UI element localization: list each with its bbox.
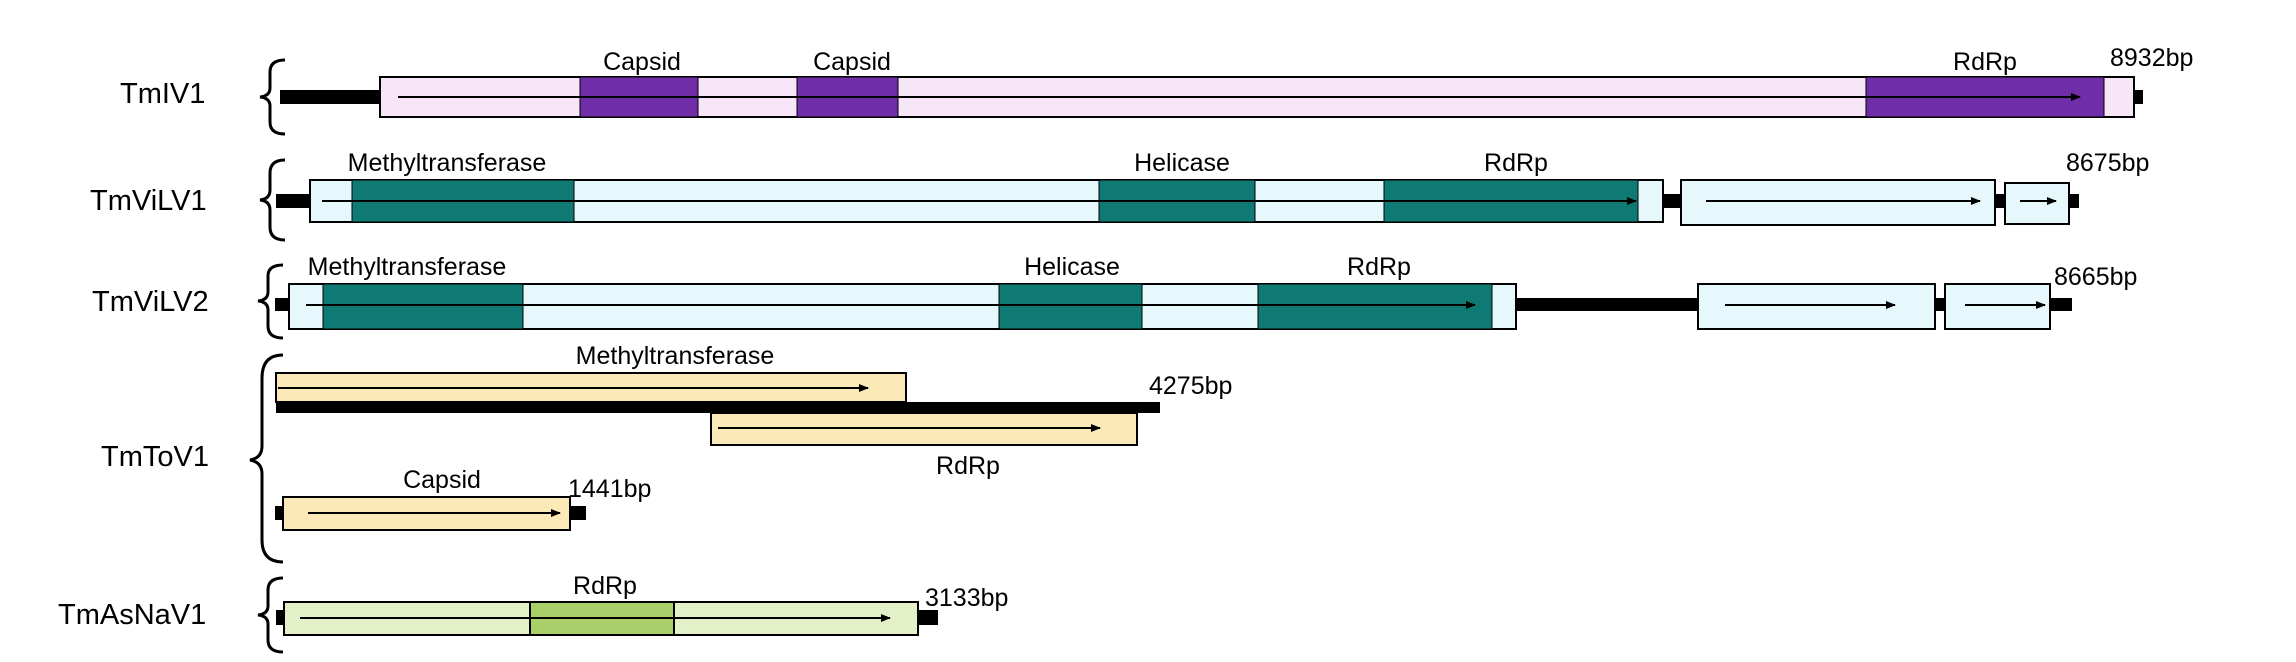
domain-label: RdRp	[1953, 48, 2017, 76]
domain-label: Helicase	[1134, 149, 1230, 177]
segment-tmiv1: Capsid Capsid RdRp 8932bp	[280, 44, 2193, 118]
domain-label: RdRp	[1484, 149, 1548, 177]
domain-label: RdRp	[573, 572, 637, 600]
segment-length-label: 8932bp	[2110, 44, 2193, 72]
genome-backbone	[276, 194, 310, 208]
genome-backbone	[2050, 298, 2072, 311]
genome-backbone	[275, 298, 289, 311]
genome-backbone	[2069, 194, 2079, 208]
domain-label: Methyltransferase	[348, 149, 547, 177]
domain-label: Capsid	[813, 48, 891, 76]
domain-label: Capsid	[403, 466, 481, 494]
brace-icon	[259, 158, 286, 242]
domain-label: Methyltransferase	[308, 253, 507, 281]
segment-tmvilv1: Methyltransferase Helicase RdRp 8675bp	[276, 149, 2149, 226]
brace-icon	[259, 58, 286, 136]
virus-name-tmiv1: TmIV1	[120, 78, 205, 110]
genome-backbone	[275, 506, 283, 520]
domain-label: Helicase	[1024, 253, 1120, 281]
segment-length-label: 8675bp	[2066, 149, 2149, 177]
virus-name-tmasnav1: TmAsNaV1	[58, 599, 206, 631]
genome-backbone	[918, 610, 938, 625]
domain-label: RdRp	[1347, 253, 1411, 281]
genome-backbone	[1516, 298, 1698, 311]
segment-length-label: 4275bp	[1149, 372, 1232, 400]
brace-icon	[257, 263, 284, 340]
orf-box	[2004, 182, 2070, 225]
domain-label: Methyltransferase	[576, 342, 775, 370]
segment-tmtov1-rna1: Methyltransferase RdRp 4275bp	[275, 342, 1232, 480]
brace-icon	[249, 353, 284, 564]
segment-tmasnav1: RdRp 3133bp	[276, 572, 1008, 636]
orf-box	[1680, 179, 1996, 226]
genome-backbone	[2134, 90, 2143, 104]
segment-tmvilv2: Methyltransferase Helicase RdRp 8665bp	[275, 253, 2137, 330]
segment-length-label: 3133bp	[925, 584, 1008, 612]
virus-row-tmtov1: TmToV1 Methyltransferase RdRp 4275bp Cap…	[101, 342, 1232, 564]
segment-tmtov1-rna2: Capsid 1441bp	[275, 466, 651, 531]
virus-row-tmasnav1: TmAsNaV1 RdRp 3133bp	[58, 572, 1008, 654]
virus-row-tmvilv1: TmViLV1 Methyltransferase Helicase RdRp …	[90, 149, 2149, 242]
virus-name-tmvilv2: TmViLV2	[92, 286, 209, 318]
domain-label: RdRp	[936, 452, 1000, 480]
genome-backbone	[1935, 298, 1945, 311]
orf-box	[1944, 283, 2051, 330]
segment-length-label: 1441bp	[568, 475, 651, 503]
virus-name-tmtov1: TmToV1	[101, 441, 209, 473]
orf-box	[1697, 283, 1936, 330]
genome-backbone	[1995, 194, 2005, 208]
brace-icon	[257, 576, 284, 654]
segment-length-label: 8665bp	[2054, 263, 2137, 291]
virus-row-tmiv1: TmIV1 Capsid Capsid RdRp 8932bp	[120, 44, 2193, 136]
domain-helicase	[998, 283, 1143, 330]
genome-backbone	[570, 506, 586, 520]
genome-backbone	[280, 90, 382, 104]
domain-label: Capsid	[603, 48, 681, 76]
genome-backbone	[276, 610, 284, 625]
genome-backbone	[276, 402, 1160, 413]
domain-methyltransferase	[322, 283, 524, 330]
virus-name-tmvilv1: TmViLV1	[90, 185, 207, 217]
virus-row-tmvilv2: TmViLV2 Methyltransferase Helicase RdRp …	[92, 253, 2137, 340]
genome-backbone	[1663, 194, 1681, 208]
domain-rdrp	[1257, 283, 1493, 330]
